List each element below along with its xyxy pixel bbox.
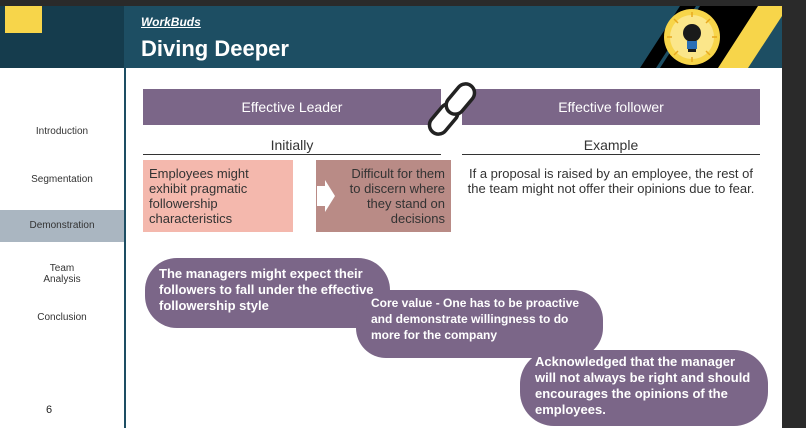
yellow-accent-square — [5, 6, 42, 33]
managers-expectation-bubble: The managers might expect their follower… — [145, 258, 390, 328]
sidebar-divider — [124, 68, 126, 428]
pragmatic-followership-box: Employees might exhibit pragmatic follow… — [143, 160, 293, 232]
core-value-bubble: Core value - One has to be proactive and… — [356, 290, 603, 358]
effective-follower-banner: Effective follower — [462, 89, 760, 125]
sidebar-item-team-analysis[interactable]: Team Analysis — [43, 263, 81, 285]
arrow-right-icon — [317, 180, 335, 212]
header: WorkBuds Diving Deeper — [0, 6, 782, 68]
acknowledgement-bubble: Acknowledged that the manager will not a… — [520, 350, 768, 426]
sidebar-item-conclusion[interactable]: Conclusion — [37, 312, 87, 323]
brand-name: WorkBuds — [141, 15, 201, 29]
sidebar-item-segmentation[interactable]: Segmentation — [31, 174, 93, 185]
effective-leader-banner: Effective Leader — [143, 89, 441, 125]
example-text: If a proposal is raised by an employee, … — [467, 166, 755, 196]
example-rule — [462, 154, 760, 155]
sidebar — [0, 68, 124, 428]
difficult-to-discern-box: Difficult for them to discern where they… — [316, 160, 451, 232]
initially-rule — [143, 154, 441, 155]
page-title: Diving Deeper — [141, 36, 289, 61]
sidebar-item-demonstration[interactable]: Demonstration — [0, 210, 124, 242]
lightbulb-icon — [640, 6, 782, 68]
link-icon — [427, 82, 477, 136]
slide: WorkBuds Diving Deeper Introduc — [0, 6, 782, 428]
sidebar-item-introduction[interactable]: Introduction — [35, 126, 89, 137]
initially-heading: Initially — [270, 137, 314, 153]
example-heading: Example — [583, 137, 639, 153]
page-number: 6 — [46, 404, 53, 416]
